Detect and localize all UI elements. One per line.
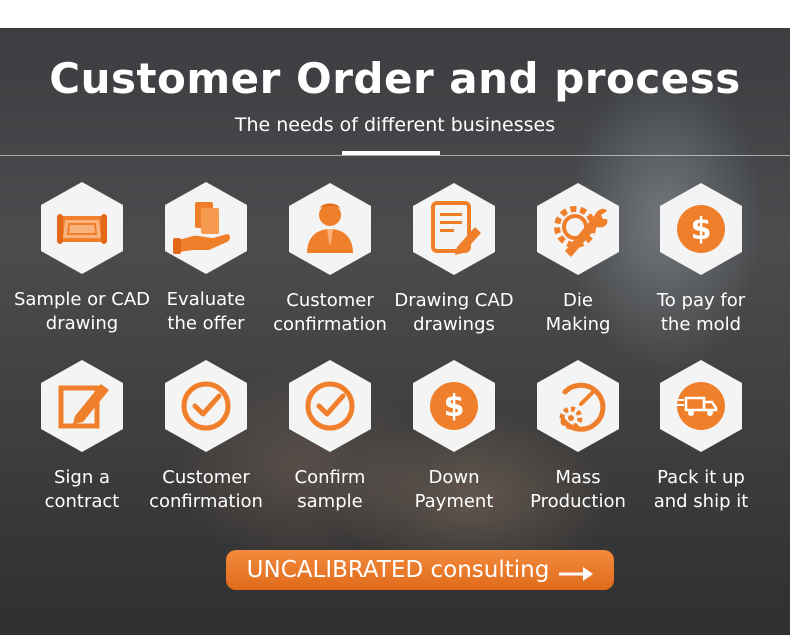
contract-pen-icon (58, 384, 109, 429)
top-white-strip (0, 0, 790, 28)
customer-person-icon (307, 203, 353, 253)
hex-badge: $ (658, 181, 744, 277)
hex-badge (658, 358, 744, 454)
hex-badge (411, 181, 497, 277)
svg-text:$: $ (444, 389, 465, 424)
hex-badge (39, 180, 125, 276)
delivery-truck-icon (676, 382, 725, 430)
hand-offer-icon (173, 202, 230, 254)
hex-badge (287, 181, 373, 277)
arrow-right-icon (559, 562, 594, 581)
divider-line (0, 155, 790, 156)
step-label: Die Making (545, 290, 611, 335)
check-circle-icon (305, 381, 355, 431)
check-circle-icon (181, 381, 231, 431)
page-subtitle: The needs of different businesses (234, 114, 556, 136)
gear-wrench-icon (554, 206, 608, 257)
gear-gauge-icon (559, 382, 606, 432)
step-label: Pack it up and ship it (653, 467, 749, 512)
consulting-button-label: UNCALIBRATED consulting (246, 557, 550, 583)
page-title: Customer Order and process (49, 54, 741, 103)
dollar-coin-icon: $ (677, 205, 725, 253)
hex-badge (163, 180, 249, 276)
step-label: Mass Production (530, 467, 626, 512)
step-label: Drawing CAD drawings (394, 290, 514, 335)
hex-badge (163, 358, 249, 454)
step-label: Evaluate the offer (166, 289, 246, 334)
hex-badge (39, 358, 125, 454)
hex-badge (535, 181, 621, 277)
step-label: Sample or CAD drawing (13, 289, 151, 334)
divider-accent (342, 151, 440, 155)
consulting-button[interactable]: UNCALIBRATED consulting (226, 550, 614, 590)
hex-badge: $ (411, 358, 497, 454)
step-label: Sign a contract (44, 467, 120, 512)
step-label: Customer confirmation (149, 467, 263, 512)
step-label: Customer confirmation (273, 290, 387, 335)
svg-text:$: $ (691, 212, 712, 247)
step-label: To pay for the mold (656, 290, 746, 335)
hex-badge (287, 358, 373, 454)
step-label: Confirm sample (294, 467, 366, 512)
dollar-coin-icon: $ (430, 382, 478, 430)
document-edit-icon (431, 201, 481, 255)
process-banner: Customer Order and process The needs of … (0, 28, 790, 635)
hex-badge (535, 358, 621, 454)
step-label: Down Payment (414, 467, 494, 512)
blueprint-icon (57, 214, 107, 244)
